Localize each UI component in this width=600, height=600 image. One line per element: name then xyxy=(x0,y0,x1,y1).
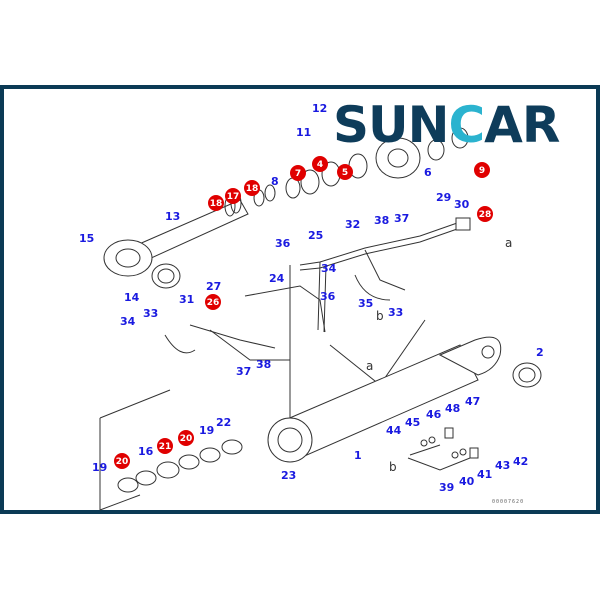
part-label: 33 xyxy=(143,307,158,320)
part-label: 12 xyxy=(312,102,327,115)
red-part-badge xyxy=(244,180,260,196)
part-label: 2 xyxy=(536,346,544,359)
bushing-2 xyxy=(512,362,542,388)
part-label: 37 xyxy=(394,212,409,225)
part-label: 36 xyxy=(320,290,336,303)
suncar-logo: SUNCAR xyxy=(333,96,560,154)
red-part-label: 21 xyxy=(159,442,172,452)
part-label: 34 xyxy=(120,315,136,328)
part-label: 36 xyxy=(275,237,291,250)
part-label: 34 xyxy=(321,262,337,275)
red-part-badge xyxy=(337,164,353,180)
part-label: 6 xyxy=(424,166,432,179)
red-part-label: 18 xyxy=(210,199,223,209)
part-label: 14 xyxy=(124,291,140,304)
red-part-label: 5 xyxy=(342,168,348,178)
part-label: 37 xyxy=(236,365,251,378)
part-label: 23 xyxy=(281,469,296,482)
red-part-badge xyxy=(290,165,306,181)
part-label: 8 xyxy=(271,175,279,188)
part-label: 33 xyxy=(388,306,403,319)
red-part-badge xyxy=(225,188,241,204)
part-label: 22 xyxy=(216,416,231,429)
part-label: 27 xyxy=(206,280,221,293)
part-label: 29 xyxy=(436,191,451,204)
red-part-badge xyxy=(477,206,493,222)
red-part-badge xyxy=(178,430,194,446)
red-part-label: 26 xyxy=(207,298,220,308)
red-part-label: 28 xyxy=(479,210,492,220)
part-label: 40 xyxy=(459,475,475,488)
part-label: 31 xyxy=(179,293,194,306)
cylinder-tube xyxy=(267,336,502,463)
red-part-badge xyxy=(208,195,224,211)
red-part-label: 18 xyxy=(246,184,259,194)
red-part-label: 20 xyxy=(180,434,193,444)
reference-letter: a xyxy=(505,236,512,250)
reference-letter: b xyxy=(376,309,384,323)
reference-letter: a xyxy=(366,359,373,373)
red-part-label: 9 xyxy=(479,166,485,176)
part-label: 41 xyxy=(477,468,492,481)
seal-rings-lower xyxy=(117,439,243,493)
part-label: 46 xyxy=(426,408,442,421)
part-label: 44 xyxy=(386,424,402,437)
part-label: 45 xyxy=(405,416,420,429)
red-part-label: 4 xyxy=(317,160,323,170)
part-label: 43 xyxy=(495,459,510,472)
part-label: 39 xyxy=(439,481,454,494)
reference-letter: b xyxy=(389,460,397,474)
red-part-badge xyxy=(474,162,490,178)
cylinder-head xyxy=(375,127,469,179)
part-label: 48 xyxy=(445,402,460,415)
part-label: 15 xyxy=(79,232,94,245)
part-label: 16 xyxy=(138,445,154,458)
part-label: 38 xyxy=(374,214,389,227)
red-part-label: 20 xyxy=(116,457,129,467)
part-label: 35 xyxy=(358,297,373,310)
part-label: 30 xyxy=(454,198,470,211)
red-part-label: 7 xyxy=(295,169,301,179)
valve-parts xyxy=(407,427,479,471)
piston-rod xyxy=(103,192,249,277)
part-label: 42 xyxy=(513,455,528,468)
red-part-badge xyxy=(312,156,328,172)
part-label: 38 xyxy=(256,358,271,371)
part-label: 11 xyxy=(296,126,311,139)
part-label: 19 xyxy=(92,461,107,474)
part-label: 25 xyxy=(308,229,323,242)
part-label: 19 xyxy=(199,424,214,437)
part-label: 32 xyxy=(345,218,360,231)
part-label: 1 xyxy=(354,449,362,462)
red-part-badge xyxy=(157,438,173,454)
red-part-badge xyxy=(114,453,130,469)
part-label: 47 xyxy=(465,395,480,408)
piping xyxy=(164,217,471,354)
drawing-code: 00007620 xyxy=(492,499,524,505)
red-part-label: 17 xyxy=(227,192,240,202)
part-label: 13 xyxy=(165,210,180,223)
part-label: 24 xyxy=(269,272,285,285)
bushing-14 xyxy=(151,263,181,289)
red-part-badge xyxy=(205,294,221,310)
